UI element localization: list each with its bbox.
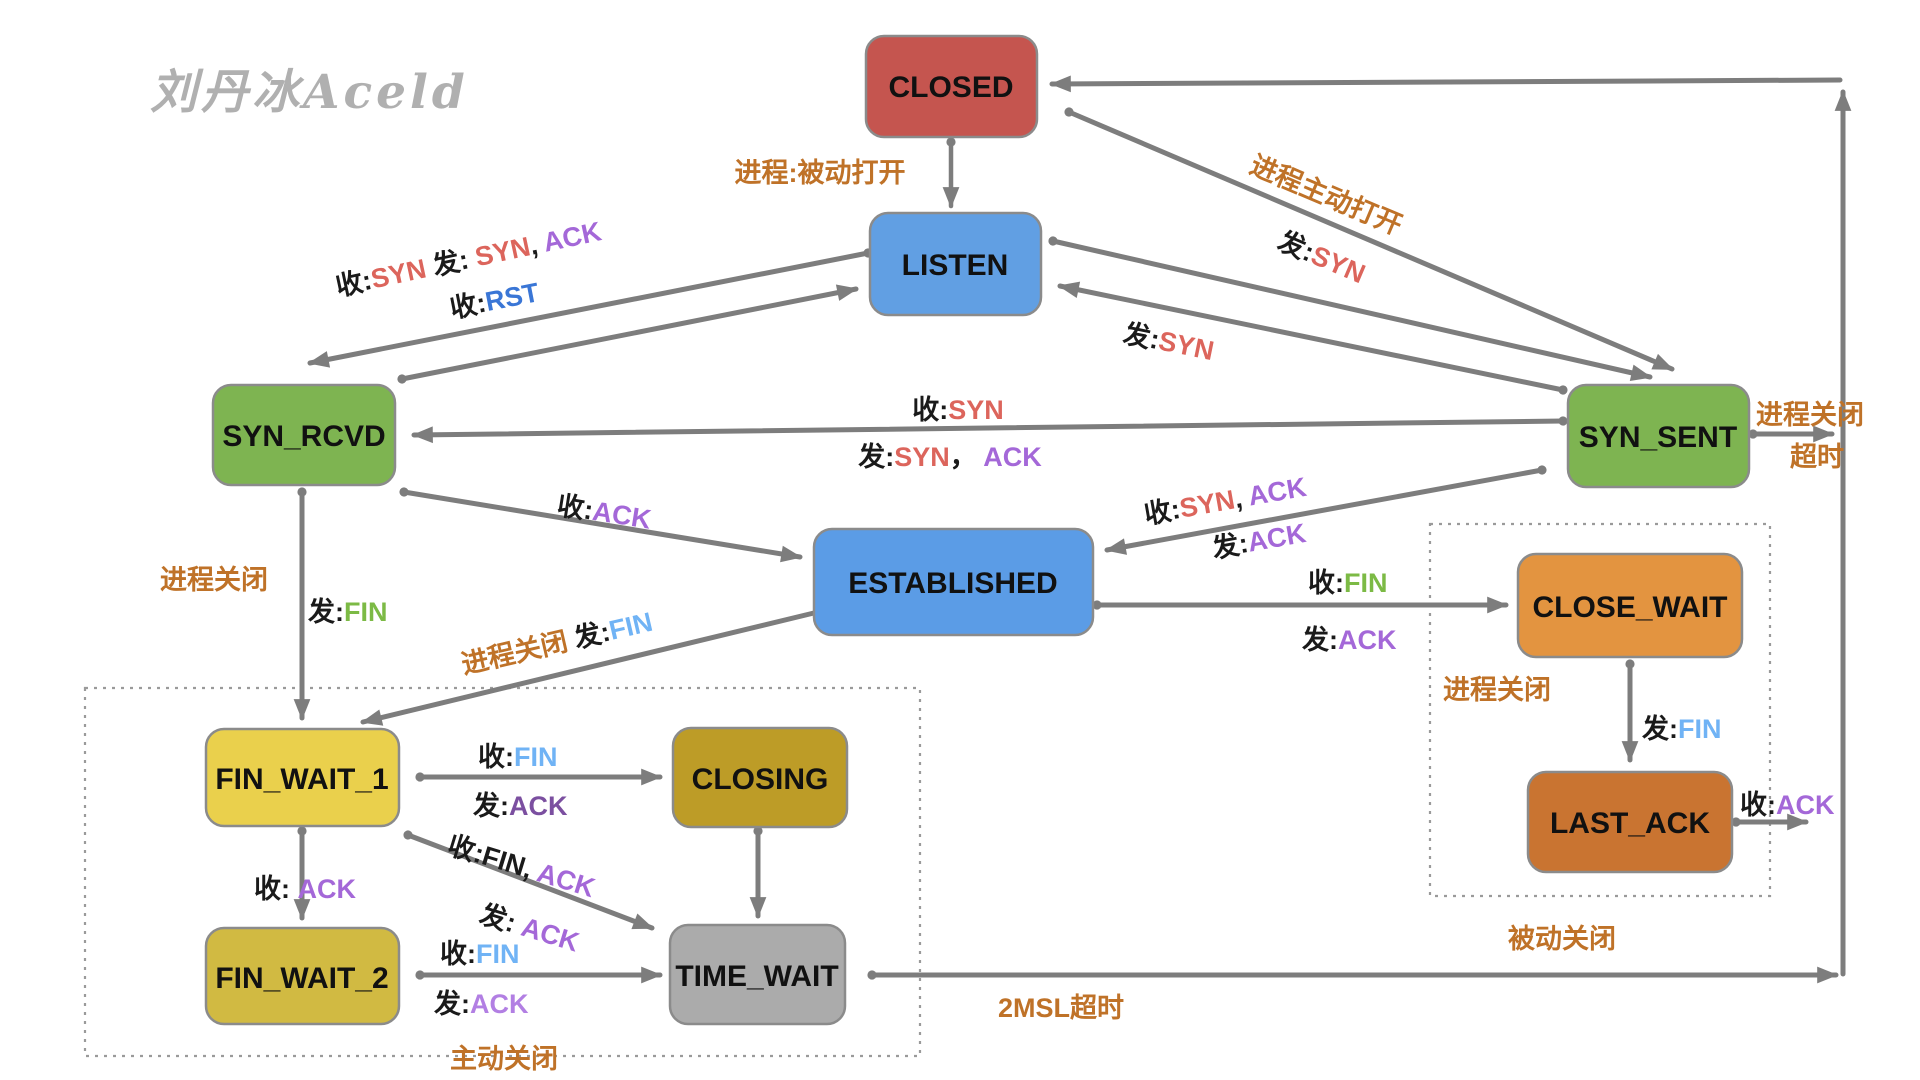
state-syn-sent-box (1566, 383, 1751, 489)
label-synrcvd-close-event: 进程关闭 (160, 565, 268, 595)
label-finwait2-to-timewait-recv: 收:FIN (440, 939, 520, 969)
label-listen-to-synsent: 发:SYN (1120, 317, 1217, 366)
active-close-group-box (83, 686, 922, 1058)
edge-synsent-to-established (1104, 465, 1547, 555)
state-fin-wait-2-label: FIN_WAIT_2 (215, 962, 388, 995)
state-syn-sent-label: SYN_SENT (1579, 421, 1737, 454)
state-last-ack-box (1526, 770, 1734, 874)
state-established-box (812, 527, 1095, 637)
state-last-ack-label: LAST_ACK (1550, 807, 1710, 840)
state-closed: CLOSED (864, 34, 1039, 139)
label-closewait-action: 发:FIN (1641, 713, 1722, 744)
state-listen: LISTEN (868, 211, 1043, 317)
label-closed-to-listen: 进程:被动打开 (735, 158, 906, 188)
label-synrcvd-to-established: 收:ACK (555, 490, 654, 534)
label-established-to-finwait1: 进程关闭 发:FIN (458, 606, 655, 680)
label-finwait1-to-timewait-recv: 收:FIN, ACK (444, 830, 599, 903)
label-listen-to-synrcvd: 收:SYN 发: SYN, ACK (333, 215, 605, 302)
passive-close-group-box (1428, 522, 1772, 898)
state-syn-rcvd-label: SYN_RCVD (222, 420, 385, 453)
label-established-to-closewait-recv: 收:FIN (1308, 568, 1388, 598)
edge-synsent-to-listen (1057, 281, 1568, 395)
edge-established-to-finwait1 (360, 607, 823, 726)
state-close-wait: CLOSE_WAIT (1516, 552, 1744, 659)
edge-synsent-to-synrcvd (411, 416, 1568, 444)
state-fin-wait-2-box (204, 926, 401, 1026)
label-passive-close-group: 被动关闭 (1508, 924, 1616, 954)
label-synsent-to-established-send: 发:ACK (1209, 517, 1309, 564)
state-closed-label: CLOSED (888, 71, 1013, 104)
label-established-to-closewait-send: 发:ACK (1301, 624, 1397, 655)
label-synrcvd-to-listen: 收:RST (447, 277, 542, 324)
edge-synrcvd-to-established (399, 487, 803, 563)
state-established: ESTABLISHED (812, 527, 1095, 637)
label-finwait2-to-timewait-send: 发:ACK (433, 988, 529, 1019)
edge-synrcvd-to-listen (397, 284, 859, 384)
label-active-close-group: 主动关闭 (450, 1044, 558, 1074)
state-closed-box (864, 34, 1039, 139)
state-closing-box (671, 726, 849, 829)
state-closing-label: CLOSING (692, 763, 829, 796)
label-timewait-2msl: 2MSL超时 (998, 993, 1124, 1023)
state-listen-label: LISTEN (902, 249, 1009, 282)
label-synrcvd-close-action: 发:FIN (307, 596, 388, 627)
state-syn-sent: SYN_SENT (1566, 383, 1751, 489)
label-synsent-timeout-action: 超时 (1790, 442, 1844, 472)
label-finwait1-to-closing-recv: 收:FIN (478, 742, 558, 772)
label-synsent-to-synrcvd-recv: 收:SYN (912, 395, 1004, 425)
state-time-wait-box (668, 923, 847, 1026)
state-last-ack: LAST_ACK (1526, 770, 1734, 874)
state-syn-rcvd: SYN_RCVD (211, 383, 397, 487)
label-finwait1-to-closing-send: 发:ACK (472, 790, 568, 821)
label-lastack-recv: 收:ACK (1740, 790, 1835, 820)
state-close-wait-label: CLOSE_WAIT (1532, 591, 1727, 624)
state-time-wait: TIME_WAIT (668, 923, 847, 1026)
label-synsent-to-synrcvd-send: 发:SYN， ACK (857, 441, 1042, 472)
edge-finwait1-to-timewait (403, 830, 655, 931)
label-closewait-event: 进程关闭 (1443, 675, 1551, 705)
state-close-wait-box (1516, 552, 1744, 659)
watermark: 刘丹冰Aceld (150, 65, 469, 120)
label-synsent-timeout-event: 进程关闭 (1756, 400, 1864, 430)
state-fin-wait-1-label: FIN_WAIT_1 (215, 763, 388, 796)
state-fin-wait-1-box (204, 727, 401, 828)
edge-return-top-to-closed (1049, 75, 1843, 93)
state-fin-wait-2: FIN_WAIT_2 (204, 926, 401, 1026)
state-listen-box (868, 211, 1043, 317)
state-established-label: ESTABLISHED (848, 567, 1057, 600)
state-closing: CLOSING (671, 726, 849, 829)
state-time-wait-label: TIME_WAIT (675, 960, 838, 993)
state-fin-wait-1: FIN_WAIT_1 (204, 727, 401, 828)
label-finwait1-to-finwait2: 收: ACK (254, 874, 356, 904)
state-syn-rcvd-box (211, 383, 397, 487)
